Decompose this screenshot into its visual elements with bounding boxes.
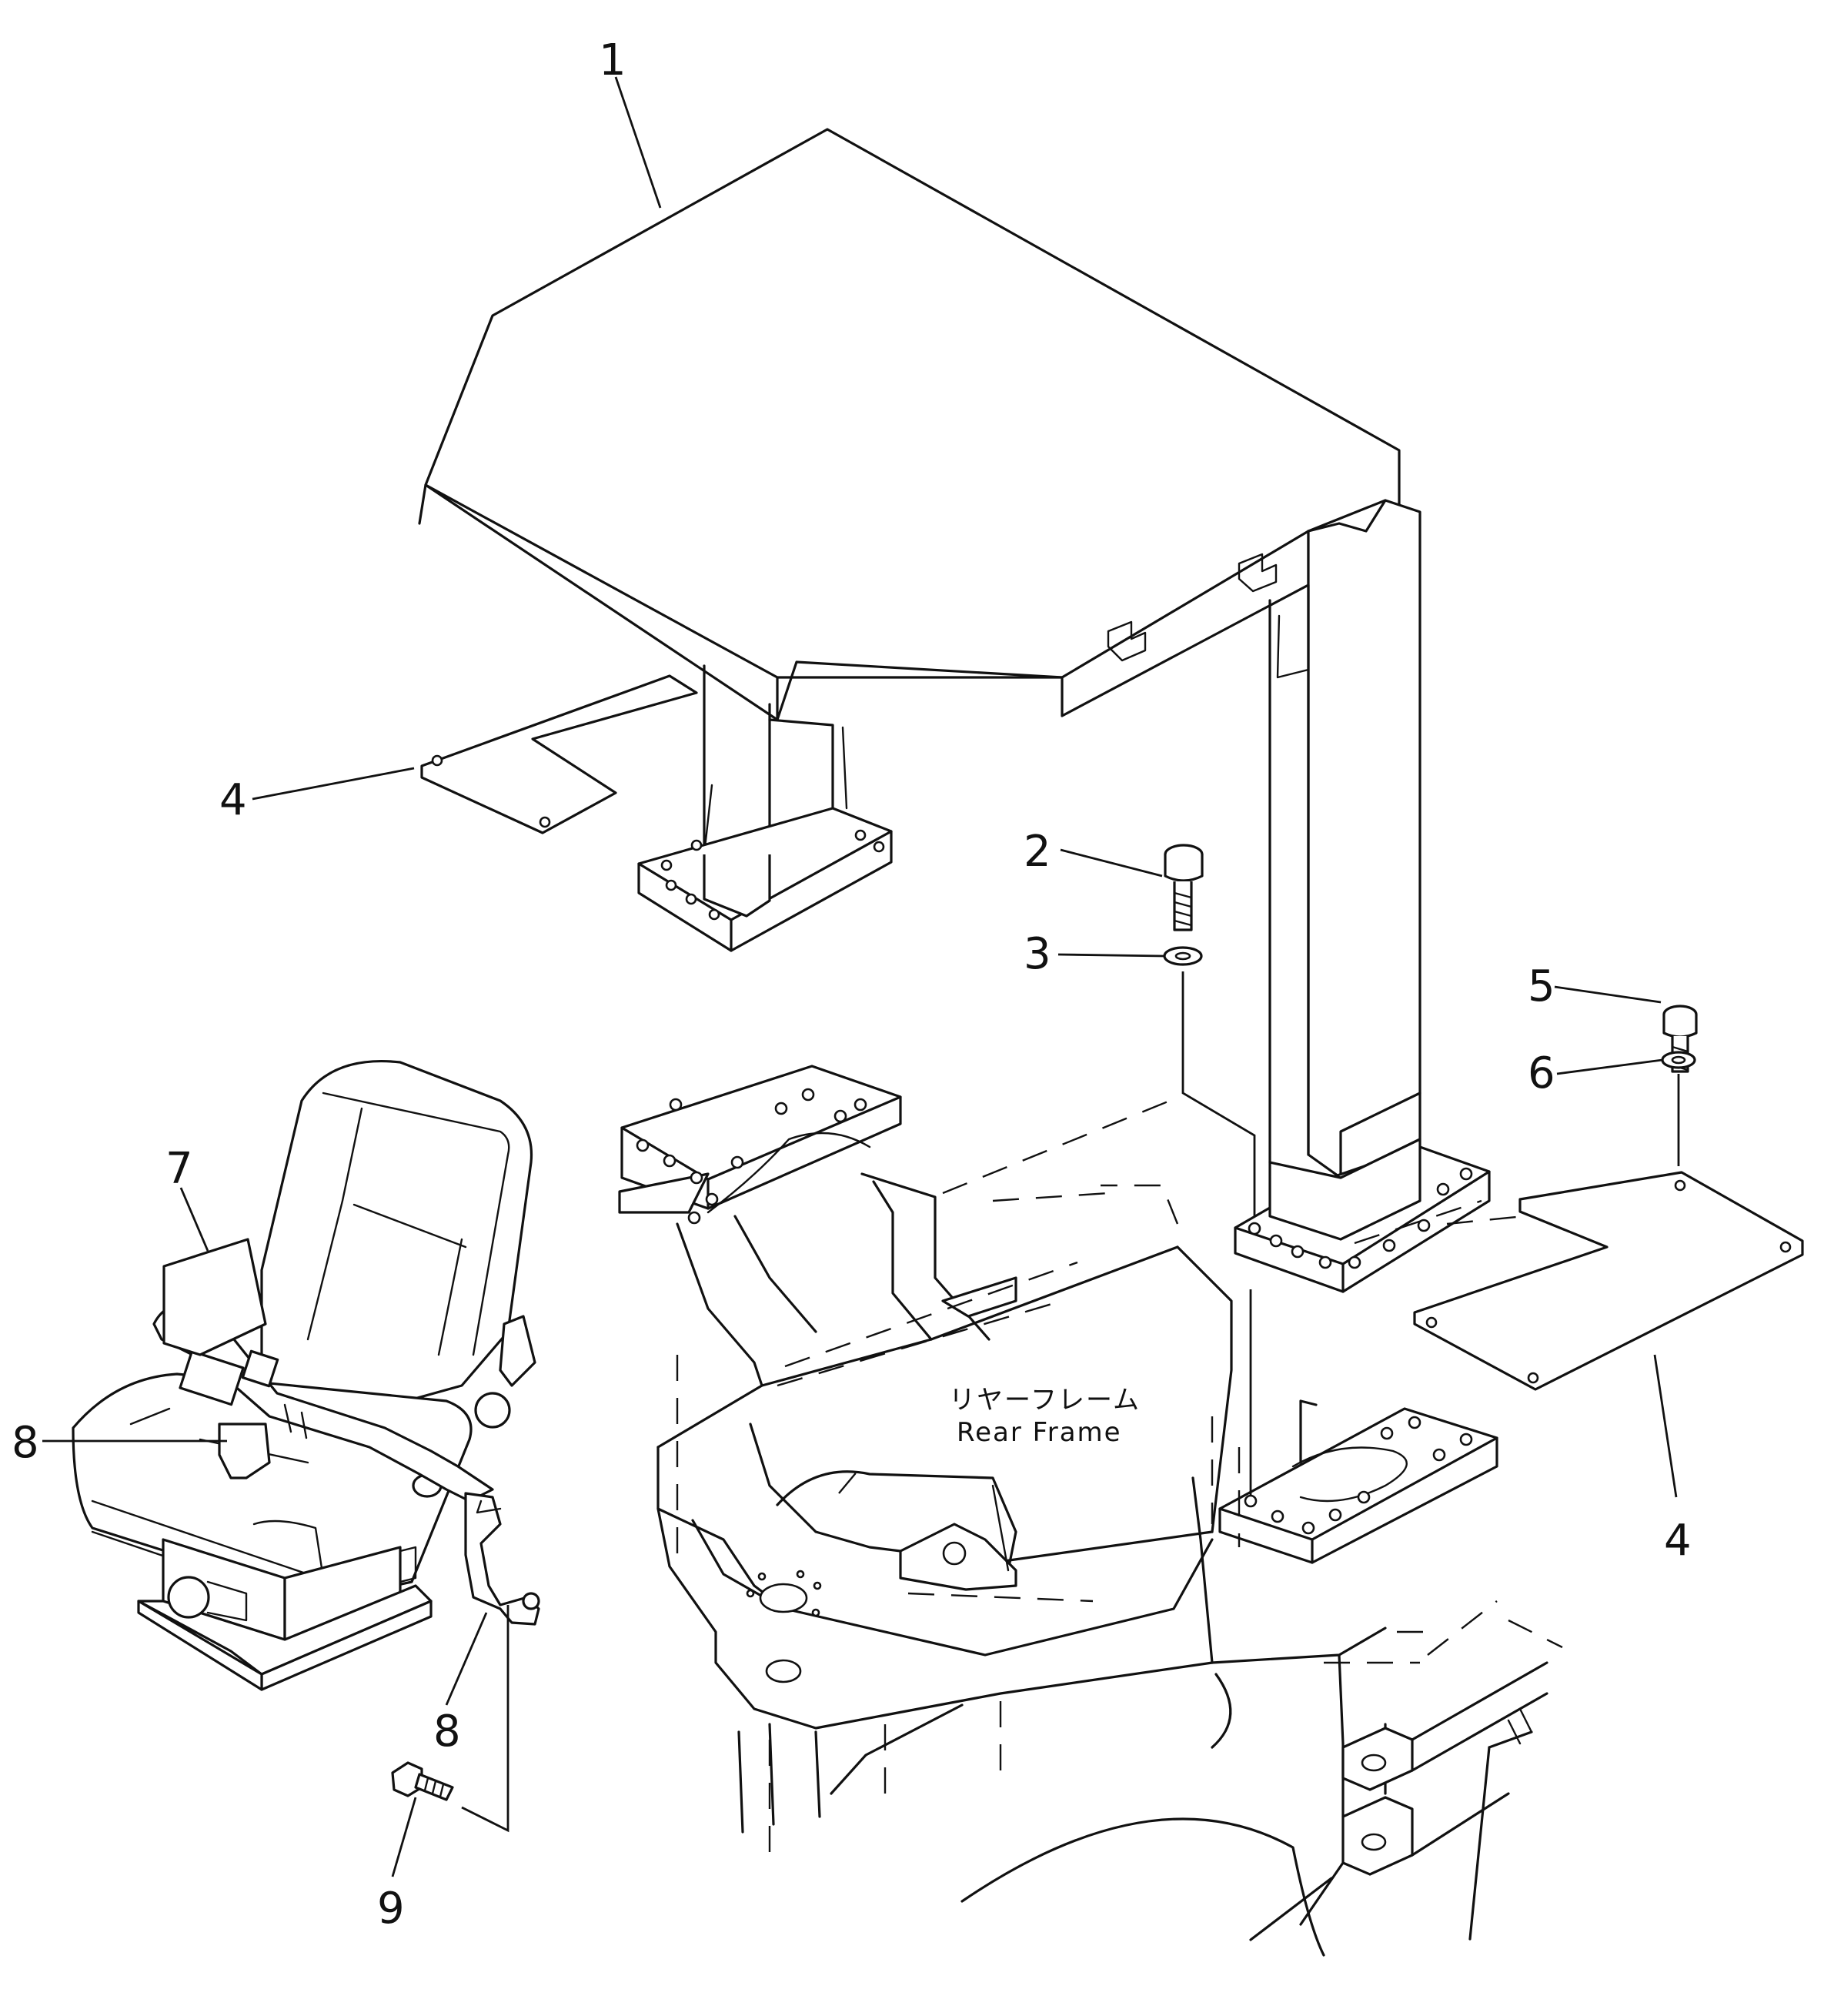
bolt-5 [1662,1005,1698,1073]
callout-3: 3 [1024,929,1051,979]
bolt-2 [1164,844,1204,931]
canopy-right-post [1234,499,1491,1293]
canopy-left-post [637,664,893,952]
callout-8-left: 8 [12,1418,39,1468]
callout-8-lower: 8 [433,1707,461,1757]
frame-label-english: Rear Frame [957,1417,1122,1448]
washer-3 [1163,946,1203,966]
rear-frame [618,1065,1563,1957]
plate-left [420,674,698,834]
canopy-roof [418,128,1401,721]
callout-4-right: 4 [1664,1516,1692,1566]
callout-9: 9 [377,1884,405,1934]
bolt-9 [391,1761,454,1801]
plate-right [1413,1171,1804,1391]
seat-bracket [162,1238,267,1356]
callout-7: 7 [165,1144,193,1194]
callout-6: 6 [1528,1048,1555,1098]
callout-1: 1 [599,35,626,85]
operator-seat [72,1059,536,1691]
leader-lines [42,76,1680,1877]
callout-2: 2 [1024,827,1051,877]
washer-6 [1661,1051,1696,1069]
callout-5: 5 [1528,961,1555,1011]
frame-label-japanese: リヤーフレーム [949,1385,1141,1416]
seat-belt [152,1302,540,1626]
callout-4-left: 4 [219,775,247,825]
